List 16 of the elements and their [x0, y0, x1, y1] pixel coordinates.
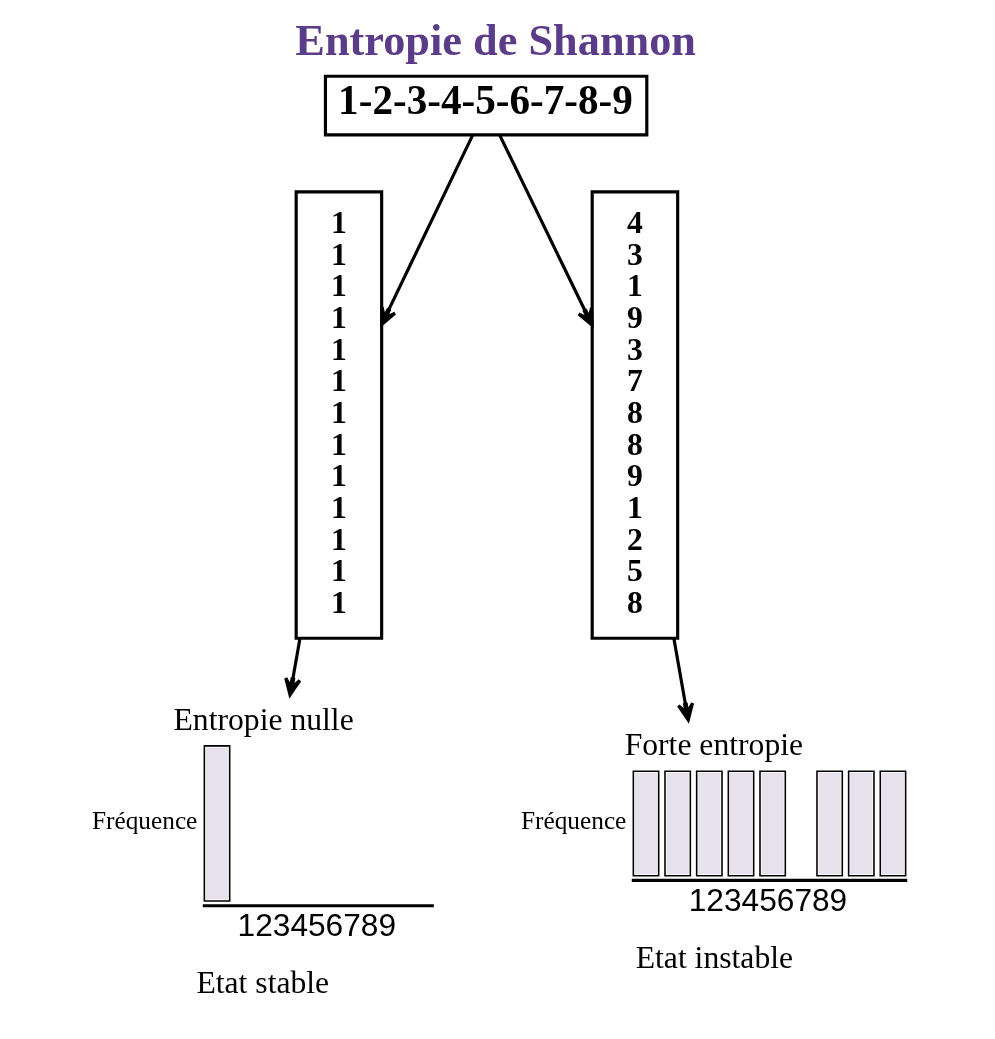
arrow	[379, 134, 474, 327]
node-label: 123456789	[688, 881, 847, 918]
node-label: Entropie nulle	[172, 702, 354, 738]
node-box: 4 3 1 9 3 7 8 8 9 1 2 5 8	[590, 190, 679, 640]
node-label: Etat instable	[635, 939, 793, 975]
node-label: Forte entropie	[624, 727, 803, 763]
node-box: 1 1 1 1 1 1 1 1 1 1 1 1 1	[294, 190, 383, 640]
node-label: Fréquence	[520, 806, 626, 835]
node-label: Fréquence	[91, 806, 197, 835]
arrow	[283, 638, 301, 697]
arrow	[671, 638, 694, 722]
node-label: Etat stable	[195, 964, 329, 1000]
diagram-title: Entropie de Shannon	[294, 15, 696, 65]
arrow	[497, 134, 594, 327]
node-label: 123456789	[237, 906, 396, 943]
node-box: 1-2-3-4-5-6-7-8-9	[323, 74, 648, 137]
